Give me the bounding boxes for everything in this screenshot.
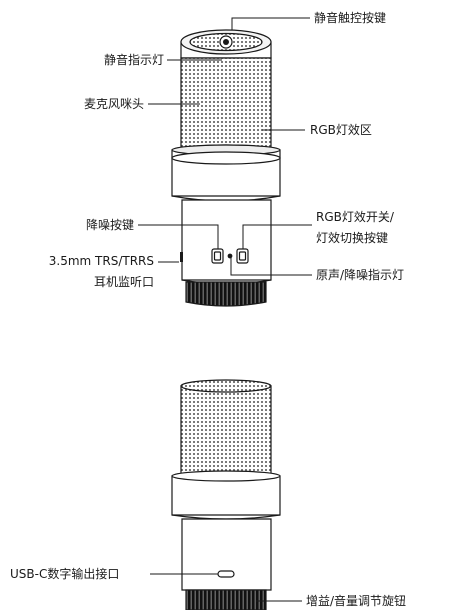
gain-knob-bottom bbox=[185, 589, 267, 610]
usb-c-port bbox=[217, 570, 235, 578]
microphone-top-view bbox=[171, 29, 281, 307]
lower-body-bottom bbox=[181, 518, 272, 591]
gain-knob bbox=[185, 281, 267, 307]
top-leader-lines bbox=[138, 17, 312, 276]
label-rgb-switch-line1: RGB灯效开关/ bbox=[316, 210, 394, 224]
rgb-switch-button-inner bbox=[238, 251, 247, 261]
label-headphone-jack-line2: 耳机监听口 bbox=[93, 275, 154, 289]
label-usb-port: USB-C数字输出接口 bbox=[10, 567, 120, 581]
body-ring-bottom bbox=[171, 475, 281, 516]
label-headphone-jack-line1: 3.5mm TRS/TRRS bbox=[48, 254, 154, 268]
mute-icon bbox=[223, 39, 229, 45]
label-capsule: 麦克风咪头 bbox=[83, 97, 144, 111]
microphone-bottom-view bbox=[171, 379, 281, 610]
label-mute-indicator: 静音指示灯 bbox=[103, 53, 164, 67]
lower-body bbox=[181, 199, 272, 281]
label-noise-key: 降噪按键 bbox=[85, 218, 134, 232]
mesh-grille-bottom bbox=[180, 385, 272, 477]
label-rgb-zone: RGB灯效区 bbox=[310, 123, 372, 137]
noise-cancel-button-inner bbox=[213, 251, 222, 261]
body-ring-top bbox=[171, 151, 281, 165]
label-mute-touch-key: 静音触控按键 bbox=[314, 11, 387, 25]
indicator-led bbox=[227, 253, 233, 259]
label-rgb-switch-line2: 灯效切换按键 bbox=[316, 231, 389, 245]
label-indicator-light: 原声/降噪指示灯 bbox=[316, 268, 405, 282]
label-gain-knob: 增益/音量调节旋钮 bbox=[306, 594, 407, 608]
headphone-jack-port bbox=[180, 252, 183, 262]
bottom-leader-lines bbox=[150, 573, 302, 602]
